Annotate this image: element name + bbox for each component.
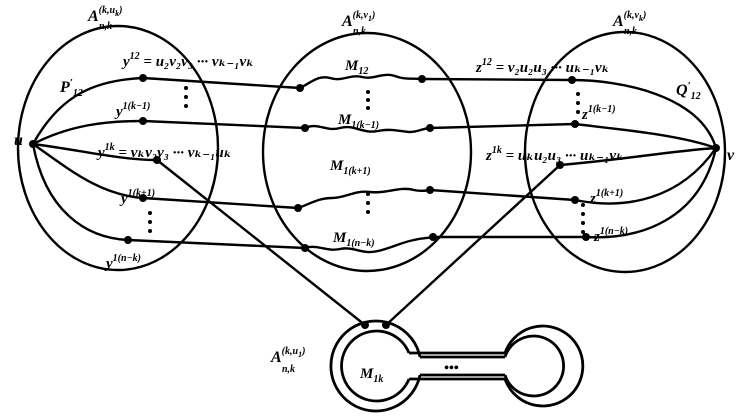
- path-z1k-to-v: [558, 146, 718, 167]
- label-left-cluster-sub: n,k: [99, 21, 112, 32]
- path-m1k-plus: [296, 187, 432, 210]
- path-z1k-plus-to-v: [573, 146, 718, 205]
- bottom-cluster-left-ring-inner: [340, 329, 411, 403]
- vertical-ellipsis-right-bottom: [581, 203, 585, 234]
- path-z1n-k-to-v: [584, 146, 718, 239]
- path-m1k-minus: [303, 124, 432, 134]
- bottom-cluster-left-ring-outer: [329, 319, 422, 413]
- label-m1n-k: M1(n−k): [332, 230, 375, 249]
- node-z1k-minus: [571, 120, 579, 128]
- label-bottom-cluster-sub: n,k: [282, 364, 295, 375]
- path-u-to-y1n-k: [31, 142, 130, 242]
- vertex-u: [29, 140, 37, 148]
- label-m1k-minus: M1(k−1): [337, 112, 379, 131]
- vertical-ellipsis-left-bottom: [148, 211, 152, 233]
- label-y1k-plus: y1(k+1): [119, 188, 155, 207]
- label-z1n-k: z1(n−k): [593, 226, 628, 245]
- label-middle-cluster: A(k,v1): [341, 10, 375, 30]
- label-left-cluster: A(k,uk): [87, 5, 122, 25]
- label-vertex-u: u: [14, 132, 23, 149]
- node-m1k-minus-in: [301, 124, 309, 132]
- edge-y12-m12: [141, 76, 302, 90]
- label-y1n-k: y1(n−k): [104, 253, 141, 272]
- path-m1n-k: [303, 235, 435, 254]
- node-y1n-k: [124, 236, 132, 244]
- path-u-to-y1k: [31, 142, 159, 162]
- edge-y1n-k-m1n-k: [126, 238, 307, 250]
- node-m1k-minus-out: [426, 124, 434, 132]
- path-z12-to-v: [570, 78, 718, 150]
- node-m12-out: [418, 75, 426, 83]
- edge-z1k-to-bottom: [384, 163, 562, 327]
- bottom-cluster-right-ring-inner: [503, 334, 566, 398]
- label-z12: z12 = v₂u₂u₃ ··· uₖ₋₁vₖ: [475, 57, 610, 76]
- vertical-ellipsis-middle-top: [366, 90, 370, 110]
- label-m1k: M1k: [359, 366, 383, 385]
- node-m1k-plus-out: [426, 186, 434, 194]
- label-z1k-plus: z1(k+1): [589, 188, 623, 207]
- label-m1k-plus: M1(k+1): [329, 158, 371, 177]
- vertical-ellipsis-middle-bottom: [366, 192, 370, 214]
- node-m1n-k-out: [429, 233, 437, 241]
- left-cluster-outline: [16, 24, 220, 272]
- vertex-v: [712, 144, 720, 152]
- label-m12: M12: [344, 58, 368, 77]
- label-p12: P′12: [59, 77, 83, 99]
- node-bottom-in-right: [382, 321, 390, 329]
- middle-cluster-outline: [261, 31, 473, 273]
- edge-m1k-plus-z1k-plus: [428, 188, 577, 202]
- path-u-to-y1k-minus: [31, 119, 145, 146]
- bottom-cluster-right-ring-outer: [503, 324, 585, 408]
- vertical-ellipsis-right-top: [576, 92, 580, 114]
- edge-m12-z12: [420, 77, 574, 82]
- path-m12: [298, 73, 424, 90]
- label-right-cluster-sub: n,k: [624, 26, 637, 37]
- node-z1k-plus: [571, 196, 579, 204]
- label-vertex-v: v: [727, 147, 735, 164]
- edge-y1k-minus-m1k-minus: [141, 119, 307, 130]
- label-q12: Q′12: [676, 80, 701, 102]
- edge-m1k-minus-z1k-minus: [428, 122, 577, 130]
- node-y12: [139, 74, 147, 82]
- node-m1n-k-in: [301, 244, 309, 252]
- vertical-ellipsis-left-top: [184, 86, 188, 108]
- node-y1k-minus: [139, 117, 147, 125]
- label-z1k: z1k = uₖu₂u₃ ··· uₖ₋₁vₖ: [485, 145, 624, 164]
- label-middle-cluster-sub: n,k: [353, 26, 366, 37]
- path-u-to-y1k-plus: [31, 142, 145, 200]
- node-y1k: [153, 156, 161, 164]
- path-u-to-y12: [31, 76, 145, 146]
- node-z1k: [556, 161, 564, 169]
- label-right-cluster: A(k,vk): [612, 10, 646, 30]
- node-y1k-plus: [139, 194, 147, 202]
- node-m1k-plus-in: [294, 204, 302, 212]
- edge-y1k-to-bottom: [155, 158, 367, 327]
- label-y1k: y1k = vₖv₂v₃ ··· vₖ₋₁uₖ: [96, 142, 232, 161]
- label-y12: y12 = u₂v₂v₃ ··· vₖ₋₁vₖ: [121, 51, 254, 70]
- path-z1k-minus-to-v: [573, 122, 718, 150]
- label-y1k-minus: y1(k−1): [114, 101, 150, 120]
- edge-y1k-plus-m1k-plus: [141, 196, 300, 210]
- node-bottom-in-left: [361, 321, 369, 329]
- label-z1k-minus: z1(k−1): [581, 104, 616, 123]
- right-cluster-outline: [523, 30, 727, 274]
- label-bottom-cluster: A(k,u1): [270, 346, 305, 366]
- node-z12: [568, 76, 576, 84]
- node-z1n-k: [582, 233, 590, 241]
- bottom-cluster-ellipsis: •••: [444, 361, 459, 376]
- node-m12-in: [296, 84, 304, 92]
